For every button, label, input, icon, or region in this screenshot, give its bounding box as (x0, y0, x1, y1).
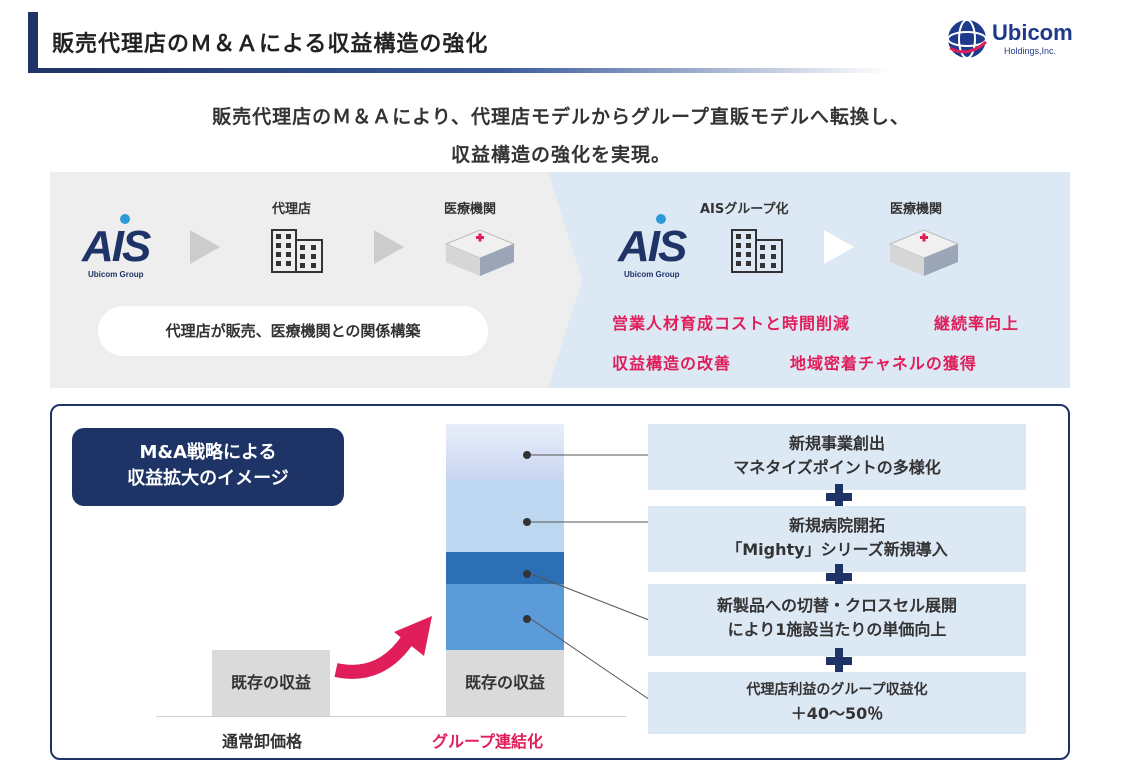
ais-logo-after: AIS Ubicom Group (618, 214, 687, 279)
building-icon (731, 229, 783, 273)
existing-revenue-bar-left: 既存の収益 (212, 650, 330, 716)
band-divider-arrow (548, 172, 582, 388)
hospital-label-before: 医療機関 (444, 202, 497, 217)
bar-label: 既存の収益 (230, 673, 311, 692)
agency-label: 代理店 (272, 202, 312, 217)
bar-label: 既存の収益 (464, 673, 545, 692)
logo-wordmark: Ubicom (992, 20, 1073, 45)
arrow-right-icon (824, 230, 854, 264)
card-line-1: 新製品への切替・クロスセル展開 (716, 596, 957, 615)
arrow-right-icon (374, 230, 404, 264)
effect-card-cross-sell: 新製品への切替・クロスセル展開 により1施設当たりの単価向上 (648, 584, 1026, 656)
card-line-2: ＋40〜50％ (790, 704, 884, 723)
ais-logo-sub: Ubicom Group (624, 270, 680, 279)
page-title: 販売代理店のＭ＆Ａによる収益構造の強化 (52, 32, 489, 57)
logo-subtitle: Holdings,Inc. (1004, 46, 1057, 56)
after-panel (548, 172, 1070, 388)
existing-revenue-bar-right: 既存の収益 (446, 650, 564, 716)
growth-arrow-icon (334, 616, 432, 679)
segment-agency-profit (446, 584, 564, 650)
x-label-right: グループ連結化 (432, 732, 544, 751)
segment-marker (523, 615, 531, 623)
ais-logo-before: AIS Ubicom Group (82, 214, 151, 279)
arrow-right-icon (190, 230, 220, 264)
ais-logo-sub: Ubicom Group (88, 270, 144, 279)
lead-line-2: 収益構造の強化を実現。 (450, 144, 671, 166)
company-logo: Ubicom Holdings,Inc. (946, 14, 1096, 62)
x-label-left: 通常卸価格 (222, 732, 303, 751)
effect-card-new-hospitals: 新規病院開拓 「Mighty」シリーズ新規導入 (648, 506, 1026, 572)
header-accent-bar (28, 12, 38, 70)
effect-card-new-business: 新規事業創出 マネタイズポイントの多様化 (648, 424, 1026, 490)
ais-logo-text: AIS (618, 222, 687, 271)
chart-baseline (156, 716, 626, 717)
lead-line-1: 販売代理店のＭ＆Ａにより、代理店モデルからグループ直販モデルへ転換し、 (212, 106, 910, 128)
merit-item: 継続率向上 (934, 314, 1020, 333)
header: 販売代理店のＭ＆Ａによる収益構造の強化 Ubicom Holdings,Inc. (28, 12, 1098, 73)
group-label: AISグループ化 (700, 202, 789, 217)
card-line-1: 新規病院開拓 (788, 516, 885, 535)
card-line-2: マネタイズポイントの多様化 (733, 458, 941, 477)
merit-item: 地域密着チャネルの獲得 (790, 354, 977, 373)
ais-logo-dot (656, 214, 666, 224)
segment-marker (523, 518, 531, 526)
hospital-icon (888, 229, 960, 276)
card-line-2: 「Mighty」シリーズ新規導入 (726, 540, 948, 559)
plus-icon (826, 648, 852, 674)
card-line-1: 代理店利益のグループ収益化 (746, 682, 928, 698)
effect-card-agency-profit: 代理店利益のグループ収益化 ＋40〜50％ (648, 672, 1026, 734)
ais-logo-dot (120, 214, 130, 224)
segment-new-hospitals (446, 480, 564, 552)
header-rule (28, 68, 888, 73)
segment-marker (523, 570, 531, 578)
before-caption: 代理店が販売、医療機関との関係構築 (98, 306, 488, 356)
revenue-image-badge: M&A戦略による 収益拡大のイメージ (72, 428, 344, 506)
globe-icon (947, 19, 987, 59)
segment-marker (523, 451, 531, 459)
hospital-icon (444, 229, 516, 276)
hospital-label-after: 医療機関 (890, 202, 943, 217)
card-line-2: により1施設当たりの単価向上 (727, 620, 947, 639)
merit-item: 営業人材育成コストと時間削減 (612, 314, 851, 333)
building-icon (271, 229, 323, 273)
connector-lines (530, 454, 654, 703)
merit-item: 収益構造の改善 (612, 354, 732, 373)
plus-icon (826, 484, 852, 510)
card-line-1: 新規事業創出 (788, 434, 885, 453)
ais-logo-text: AIS (82, 222, 151, 271)
badge-line-2: 収益拡大のイメージ (127, 468, 289, 489)
plus-icon (826, 564, 852, 590)
badge-line-1: M&A戦略による (139, 442, 277, 463)
